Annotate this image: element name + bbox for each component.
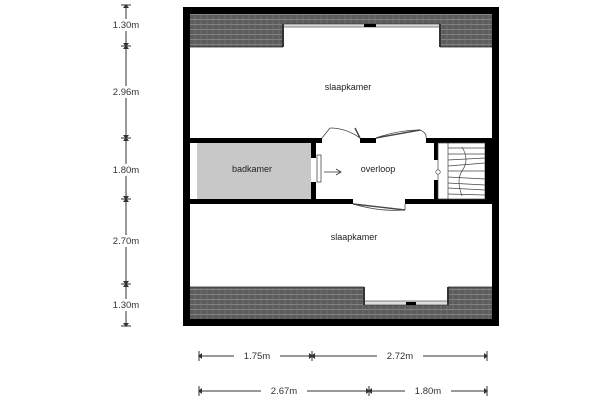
dim-tick <box>121 135 131 141</box>
door-swing-right <box>375 129 427 139</box>
room-label-bathroom: badkamer <box>232 164 272 174</box>
bathroom-area <box>197 143 311 199</box>
dim-tick <box>121 4 131 8</box>
dim-label-v1: 1.30m <box>113 20 139 31</box>
room-label-landing: overloop <box>361 164 396 174</box>
landing-arrow <box>324 168 342 176</box>
stair-wall-right <box>485 143 492 199</box>
dim-label-h2: 2.72m <box>387 351 413 362</box>
dim-label-h1: 1.75m <box>244 351 270 362</box>
wall-lower <box>190 199 492 204</box>
dim-tick <box>121 196 131 202</box>
dim-tick <box>121 43 131 49</box>
dim-label-h3: 2.67m <box>271 386 297 397</box>
dim-label-v3: 1.80m <box>113 165 139 176</box>
door-swing-bottom <box>352 203 406 211</box>
dim-label-v5: 1.30m <box>113 300 139 311</box>
bathroom-sliding-door <box>316 154 322 183</box>
dormer-top <box>283 24 440 47</box>
dim-label-v4: 2.70m <box>113 236 139 247</box>
dim-label-v2: 2.96m <box>113 87 139 98</box>
door-swing-left <box>321 127 361 139</box>
room-label-bedroom-top: slaapkamer <box>325 82 372 92</box>
dim-label-h4: 1.80m <box>415 386 441 397</box>
dormer-bottom <box>364 287 448 305</box>
dim-tick <box>121 281 131 287</box>
staircase <box>435 142 486 200</box>
room-label-bedroom-bottom: slaapkamer <box>331 232 378 242</box>
dim-tick <box>121 323 131 327</box>
